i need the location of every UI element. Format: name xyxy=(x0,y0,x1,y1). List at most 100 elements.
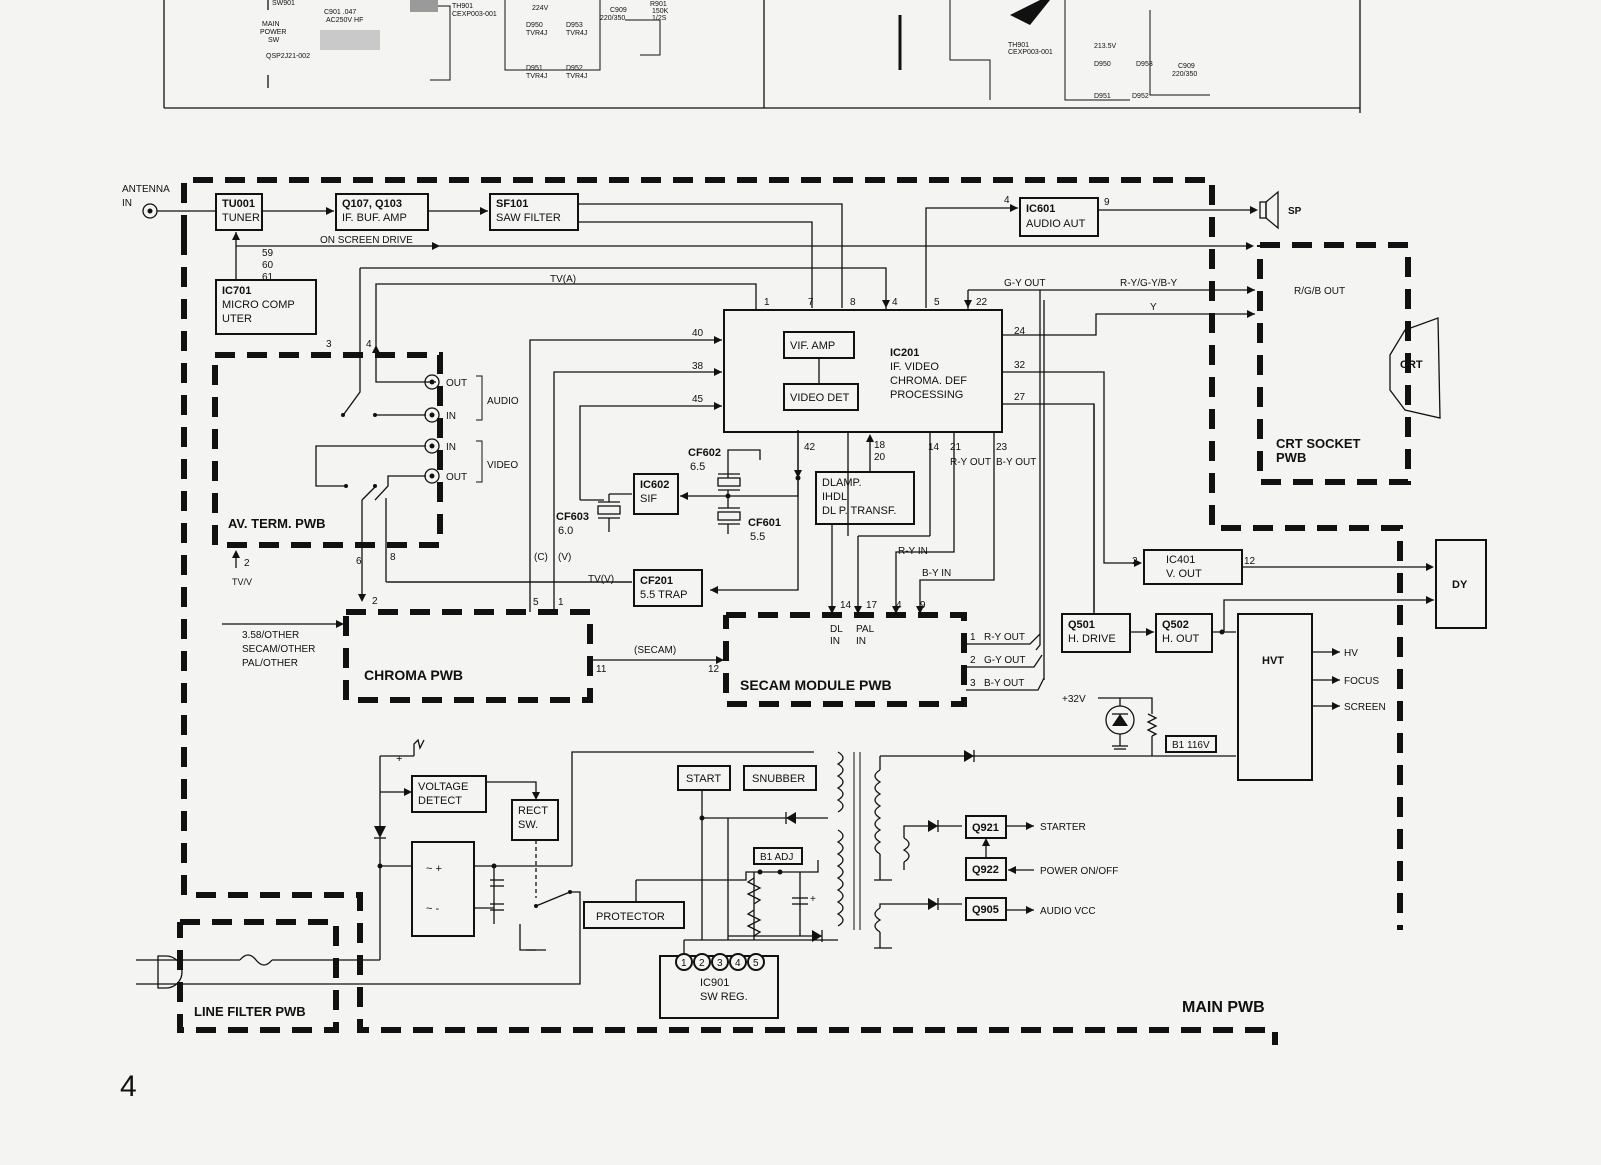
ic701-title: IC701 xyxy=(222,285,251,297)
tv-v-label: TV(V) xyxy=(588,574,614,585)
ic201-sub2: CHROMA. DEF xyxy=(890,375,967,387)
crt-shape xyxy=(1389,317,1441,419)
sf101-sub: SAW FILTER xyxy=(496,212,561,224)
frag-text: QSP2J21-002 xyxy=(266,53,310,60)
line-filter-label: LINE FILTER PWB xyxy=(194,1004,306,1019)
std2-label: SECAM/OTHER xyxy=(242,644,315,655)
frag-text: 150K xyxy=(652,8,669,15)
secam-outline xyxy=(723,612,967,707)
main-pwb-label: MAIN PWB xyxy=(1182,999,1265,1016)
q502-block xyxy=(1155,613,1213,653)
plus-sign: + xyxy=(396,753,402,765)
frag-text: 220/350 xyxy=(600,15,625,22)
secam-by-out-label: B-Y OUT xyxy=(984,678,1024,689)
frag-text: R901 xyxy=(650,1,667,8)
q501-sub: H. DRIVE xyxy=(1068,633,1116,645)
pal-label: PAL xyxy=(856,624,875,635)
cf603-value: 6.0 xyxy=(558,525,573,537)
v-label: (V) xyxy=(558,552,571,563)
frag-text: D951 xyxy=(1094,93,1111,100)
tvv-label: TV/V xyxy=(232,577,252,587)
cf602-label: CF602 xyxy=(688,447,721,459)
chroma-secam: 3.58/OTHER SECAM/OTHER PAL/OTHER CHROMA … xyxy=(222,300,1045,693)
audio-in-label: IN xyxy=(446,411,456,422)
main-pwb-outline xyxy=(181,177,1403,930)
focus-label: FOCUS xyxy=(1344,676,1379,687)
ic201-block xyxy=(723,309,1003,433)
ac-plug-icon xyxy=(157,955,183,989)
sif-section: (C) (V) 5 1 CF603 6.0 IC602 SIF CF602 6.… xyxy=(388,336,802,612)
q502-sub: H. OUT xyxy=(1162,633,1200,645)
ic901-pin3 xyxy=(711,953,729,971)
ic601-block xyxy=(1019,197,1099,237)
pin-201-18: 18 xyxy=(874,440,886,451)
pin-secam-o1: 1 xyxy=(970,632,976,643)
cf201-block xyxy=(633,569,703,607)
hv-label: HV xyxy=(1344,648,1358,659)
ic201-sub1: IF. VIDEO xyxy=(890,361,939,373)
protector-block xyxy=(583,901,685,929)
frag-text: C909 xyxy=(1178,63,1195,70)
board-outlines xyxy=(177,177,1411,1045)
dl-label: DL xyxy=(830,624,843,635)
diode-q905-icon xyxy=(928,898,938,910)
b1-adj-box xyxy=(753,847,803,865)
ic901-pin5-label: 5 xyxy=(753,958,759,969)
ic901-pin3-label: 3 xyxy=(717,958,723,969)
secam-signal-label: (SECAM) xyxy=(634,645,676,656)
tu001-sub: TUNER xyxy=(222,212,260,224)
ic401-title: IC401 xyxy=(1166,554,1195,566)
ic701-sub1: MICRO COMP xyxy=(222,299,295,311)
video-out-label: OUT xyxy=(446,472,467,483)
protector-label: PROTECTOR xyxy=(596,911,665,923)
tv-a-label: TV(A) xyxy=(550,274,576,285)
rect-sw-sub: SW. xyxy=(518,819,538,831)
diode-icon xyxy=(964,750,974,762)
vif-amp-block xyxy=(783,331,855,359)
gy-out-label: G-Y OUT xyxy=(1004,278,1045,289)
snubber-block xyxy=(743,765,817,791)
pin-201-23: 23 xyxy=(996,442,1008,453)
start-label: START xyxy=(686,773,721,785)
rect-sw-title: RECT xyxy=(518,805,548,817)
bridge-rectifier-block xyxy=(411,841,475,937)
pin-201-40: 40 xyxy=(692,328,704,339)
hvt-label: HVT xyxy=(1262,655,1284,667)
std3-label: PAL/OTHER xyxy=(242,658,298,669)
audio-out-label: OUT xyxy=(446,378,467,389)
pin-201-7: 7 xyxy=(808,297,814,308)
cf201-sub: 5.5 TRAP xyxy=(640,589,688,601)
ic201-sub3: PROCESSING xyxy=(890,389,963,401)
dlamp-title: DLAMP. xyxy=(822,477,862,489)
pin-secam-14: 14 xyxy=(840,600,852,611)
power-supply: VOLTAGE DETECT + RECT SW. ~ + ~ - xyxy=(136,738,1118,1019)
fuse-icon xyxy=(239,954,273,966)
dlamp-sub2: DL P. TRANSF. xyxy=(822,505,896,517)
q905-block xyxy=(965,897,1007,921)
voltage-detect-title: VOLTAGE xyxy=(418,781,468,793)
pin-201-42: 42 xyxy=(804,442,816,453)
ic901-pin4-label: 4 xyxy=(735,958,741,969)
pin-secam-12: 12 xyxy=(708,664,720,675)
cf201-title: CF201 xyxy=(640,575,673,587)
frag-text: MAIN xyxy=(262,21,280,28)
video-in-label: IN xyxy=(446,442,456,453)
q107-sub: IF. BUF. AMP xyxy=(342,212,407,224)
q905-label: Q905 xyxy=(972,904,999,916)
dl-section: DLAMP. IHDL DL P. TRANSF. R-Y IN B-Y IN xyxy=(815,432,995,614)
video-det-block xyxy=(783,383,859,411)
pin-secam-9: 9 xyxy=(920,600,926,611)
pin-201-32: 32 xyxy=(1014,360,1026,371)
frag-text: SW901 xyxy=(272,0,295,7)
audio-in-jack-icon xyxy=(424,407,440,423)
starter-label: STARTER xyxy=(1040,822,1086,833)
ry-out-label: R-Y OUT xyxy=(950,457,991,468)
pin-201-4: 4 xyxy=(892,297,898,308)
antenna-in-label: IN xyxy=(122,198,132,209)
frag-text: 1/2S xyxy=(652,15,667,22)
deflection: IC401 V. OUT 2 12 DY Q501 H. DRIVE Q502 … xyxy=(880,404,1487,781)
pin-av-2: 2 xyxy=(244,558,250,569)
audio-output: IC601 AUDIO AUT 4 9 SP xyxy=(925,190,1302,308)
av-term-label: AV. TERM. PWB xyxy=(228,516,326,531)
ic401-block xyxy=(1143,549,1243,585)
